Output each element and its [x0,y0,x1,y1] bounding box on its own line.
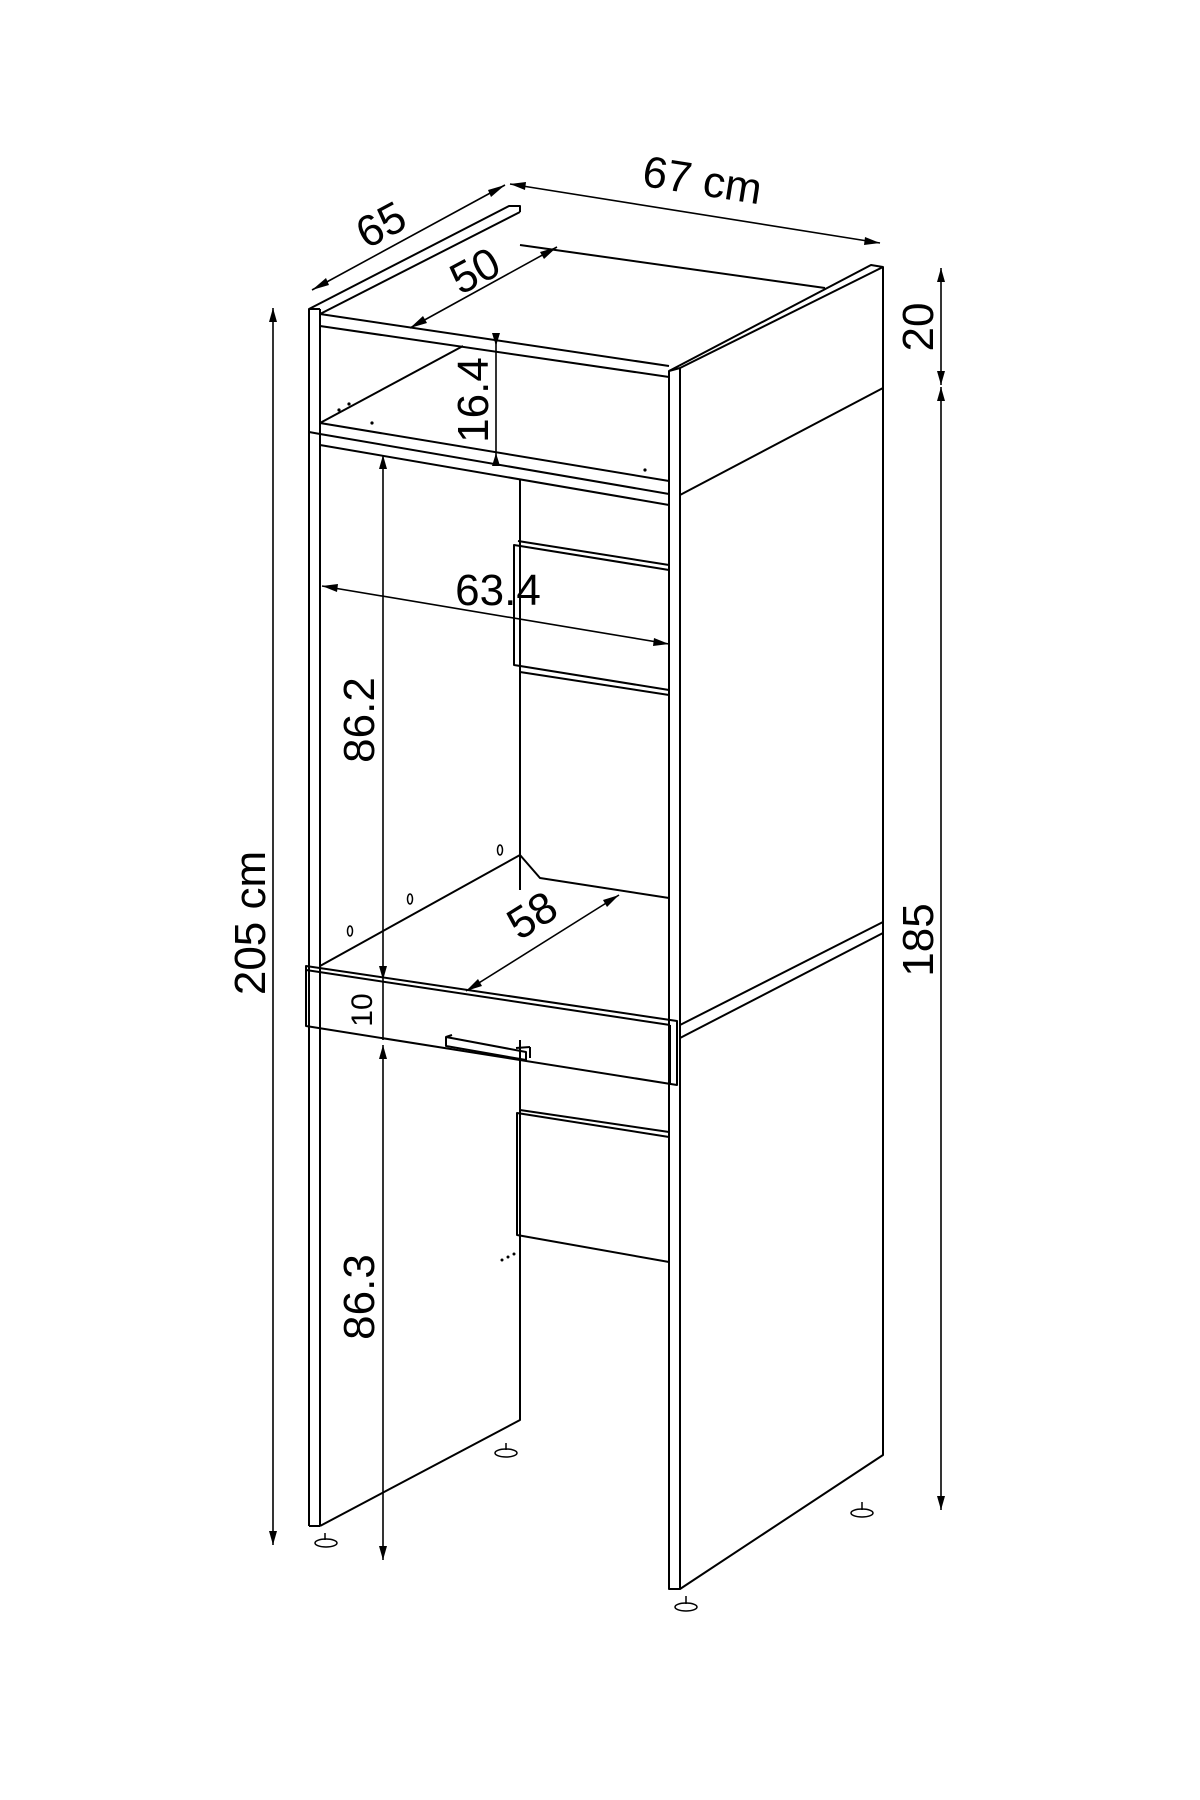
foot-front-left [314,1533,338,1548]
screw-hole [347,402,351,406]
drawer-front[interactable] [305,965,678,1086]
dim-label-65: 65 [348,192,414,258]
dim-depth-50: 50 [409,238,558,329]
foot-back-left [494,1443,518,1458]
dim-label-86-3: 86.3 [335,1254,384,1340]
back-rail-upper [513,540,670,696]
screw-hole [370,421,374,425]
dimension-lines: 65 67 cm 50 16.4 63.4 [226,147,945,1560]
screw-hole [406,893,414,905]
dim-label-10: 10 [346,993,379,1026]
dim-depth-58: 58 [465,882,620,992]
right-side-panel [668,264,884,1590]
back-rail-lower [500,1085,670,1420]
foot-front-right [674,1596,698,1612]
screw-hole [337,408,341,412]
screw-hole [643,468,647,472]
screw-hole [496,844,504,856]
dim-label-58: 58 [499,882,566,949]
dim-label-67cm: 67 cm [639,147,765,214]
drawer[interactable] [305,965,678,1086]
dim-height-185: 185 [894,387,945,1510]
dim-label-20: 20 [894,303,943,352]
dim-height-86-3: 86.3 [335,1045,387,1560]
dim-height-205: 205 cm [226,308,277,1545]
dim-label-185: 185 [894,903,943,976]
cabinet-body [305,205,884,1612]
foot-back-right [850,1502,874,1518]
dim-label-86-2: 86.2 [335,677,384,763]
dim-label-50: 50 [442,238,508,304]
dim-height-16-4: 16.4 [449,333,500,466]
dim-width-63-4: 63.4 [321,566,670,646]
dim-height-20: 20 [894,268,945,385]
dim-height-10: 10 [346,980,387,1059]
drawer-handle[interactable] [445,1034,531,1061]
dim-height-86-2: 86.2 [335,455,387,980]
dim-label-16-4: 16.4 [449,357,498,443]
dim-label-205cm: 205 cm [226,851,275,995]
dim-width-67: 67 cm [509,147,881,245]
dim-label-63-4: 63.4 [455,566,541,615]
screw-hole [346,925,354,937]
middle-shelf [319,495,670,967]
adjustable-feet [314,1443,874,1612]
